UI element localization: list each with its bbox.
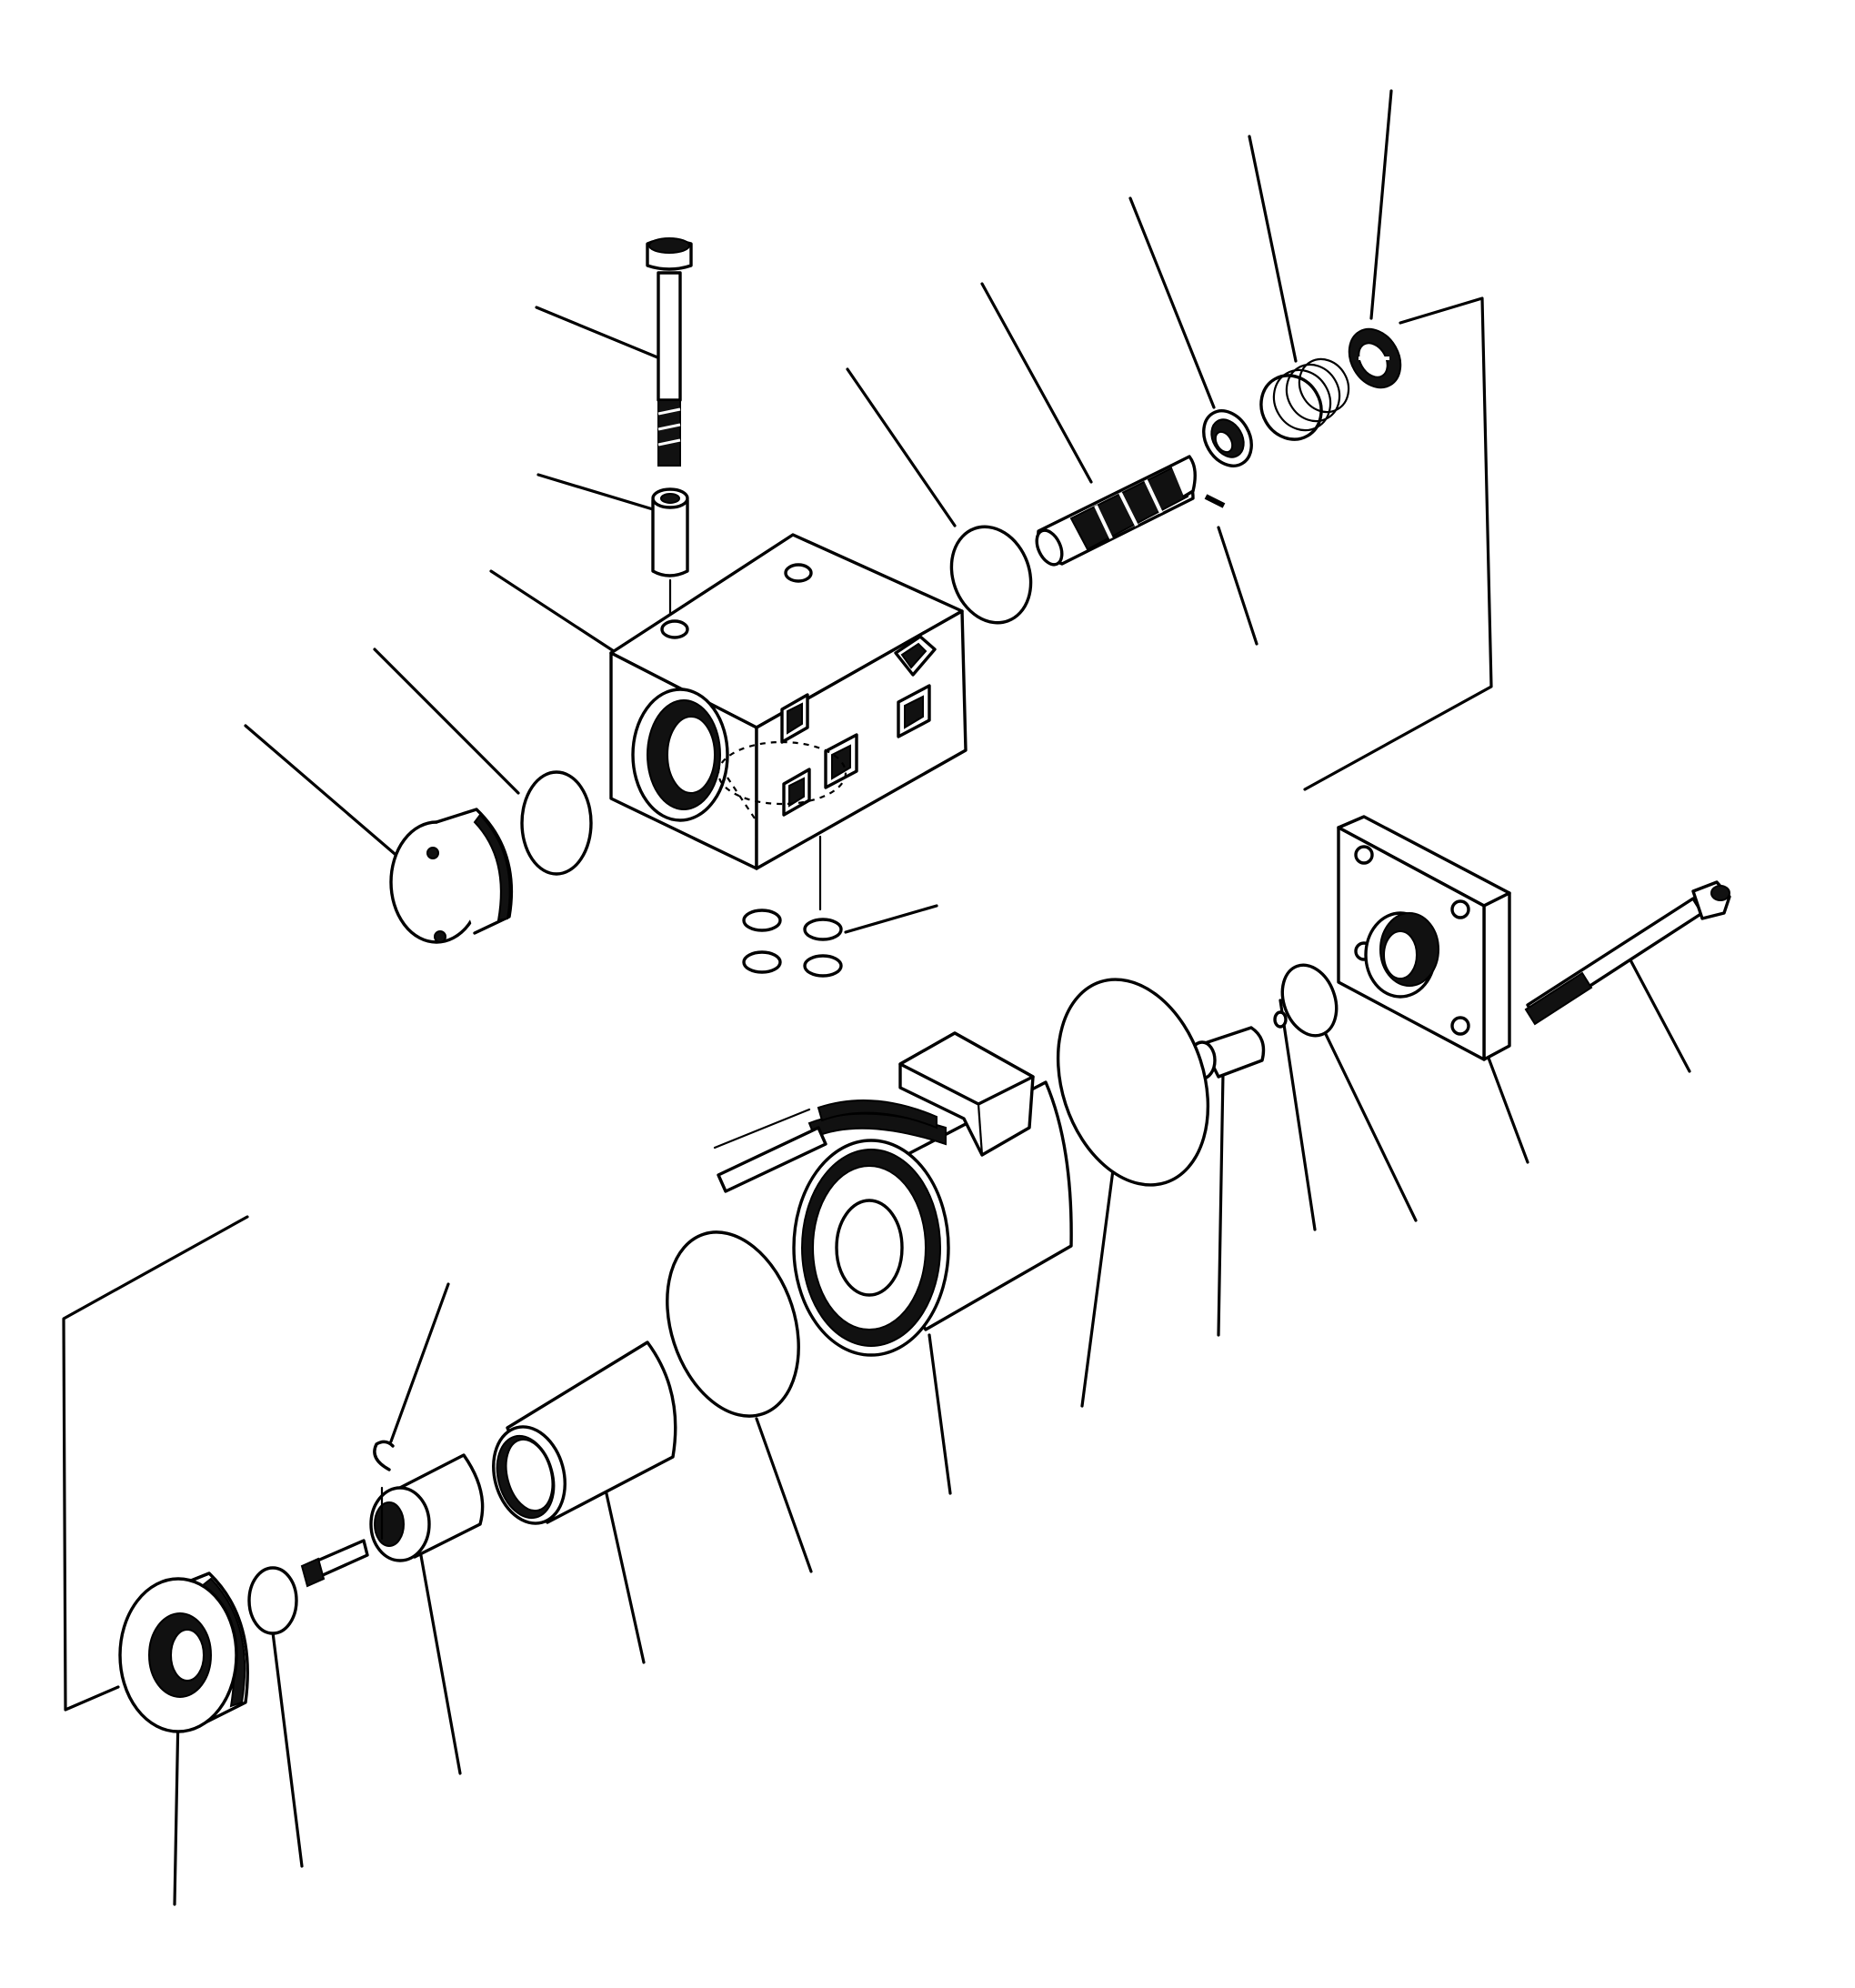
long-bolt (1524, 880, 1731, 1026)
leader-coil (928, 1333, 952, 1495)
end-nut (118, 1571, 249, 1733)
leader-lines (173, 89, 1691, 1906)
solenoid-coil (713, 1031, 1073, 1357)
oring-left (520, 770, 593, 876)
leader-long-bolt (1626, 953, 1691, 1073)
flange-plate (1337, 815, 1511, 1061)
oring-small (247, 1566, 298, 1635)
circlip (373, 1440, 395, 1471)
leader-oring-small (271, 1631, 304, 1868)
leader-small-orings (844, 904, 938, 934)
leader-pin-small (1217, 526, 1258, 646)
oring-large (1056, 978, 1210, 1187)
plug-left (389, 808, 514, 944)
leader-circlip (389, 1282, 450, 1443)
oring-spool (949, 525, 1033, 625)
washer-tiny (1273, 1010, 1288, 1029)
small-orings (742, 909, 843, 978)
leader-oring-flange (1308, 999, 1418, 1222)
leader-plug-left (244, 724, 402, 860)
leader-retainer (1128, 196, 1216, 409)
leader-push-pin (1217, 1071, 1225, 1337)
sleeve-pin (651, 487, 689, 626)
leader-oring-spool (846, 367, 957, 527)
spring-retainer (1202, 409, 1253, 467)
leader-spool (980, 282, 1093, 484)
bracket-left (62, 1215, 249, 1712)
valve-body (609, 533, 968, 911)
leader-flange (1482, 1044, 1529, 1164)
leader-oring-left (373, 648, 520, 795)
top-bolt (646, 237, 693, 467)
leader-plunger (418, 1549, 462, 1775)
small-pin (1204, 494, 1226, 508)
leader-oring-large (1080, 1140, 1118, 1408)
oring-mid (666, 1230, 800, 1418)
leader-spring (1248, 135, 1298, 363)
leader-cap (1369, 89, 1393, 320)
leader-oring-mid (755, 1417, 813, 1573)
spring (1259, 357, 1350, 441)
bolt-thread (657, 399, 681, 467)
plunger (300, 1453, 485, 1588)
oring-flange (1280, 963, 1339, 1038)
bracket-right (1303, 296, 1493, 791)
tube (492, 1340, 677, 1525)
leader-pin-sleeve (536, 473, 655, 511)
leader-bolt-top (535, 306, 664, 361)
spring-cap (1348, 327, 1402, 389)
spool (1035, 455, 1197, 567)
leader-washer-tiny (1278, 999, 1317, 1231)
leader-valve-body (489, 569, 618, 655)
